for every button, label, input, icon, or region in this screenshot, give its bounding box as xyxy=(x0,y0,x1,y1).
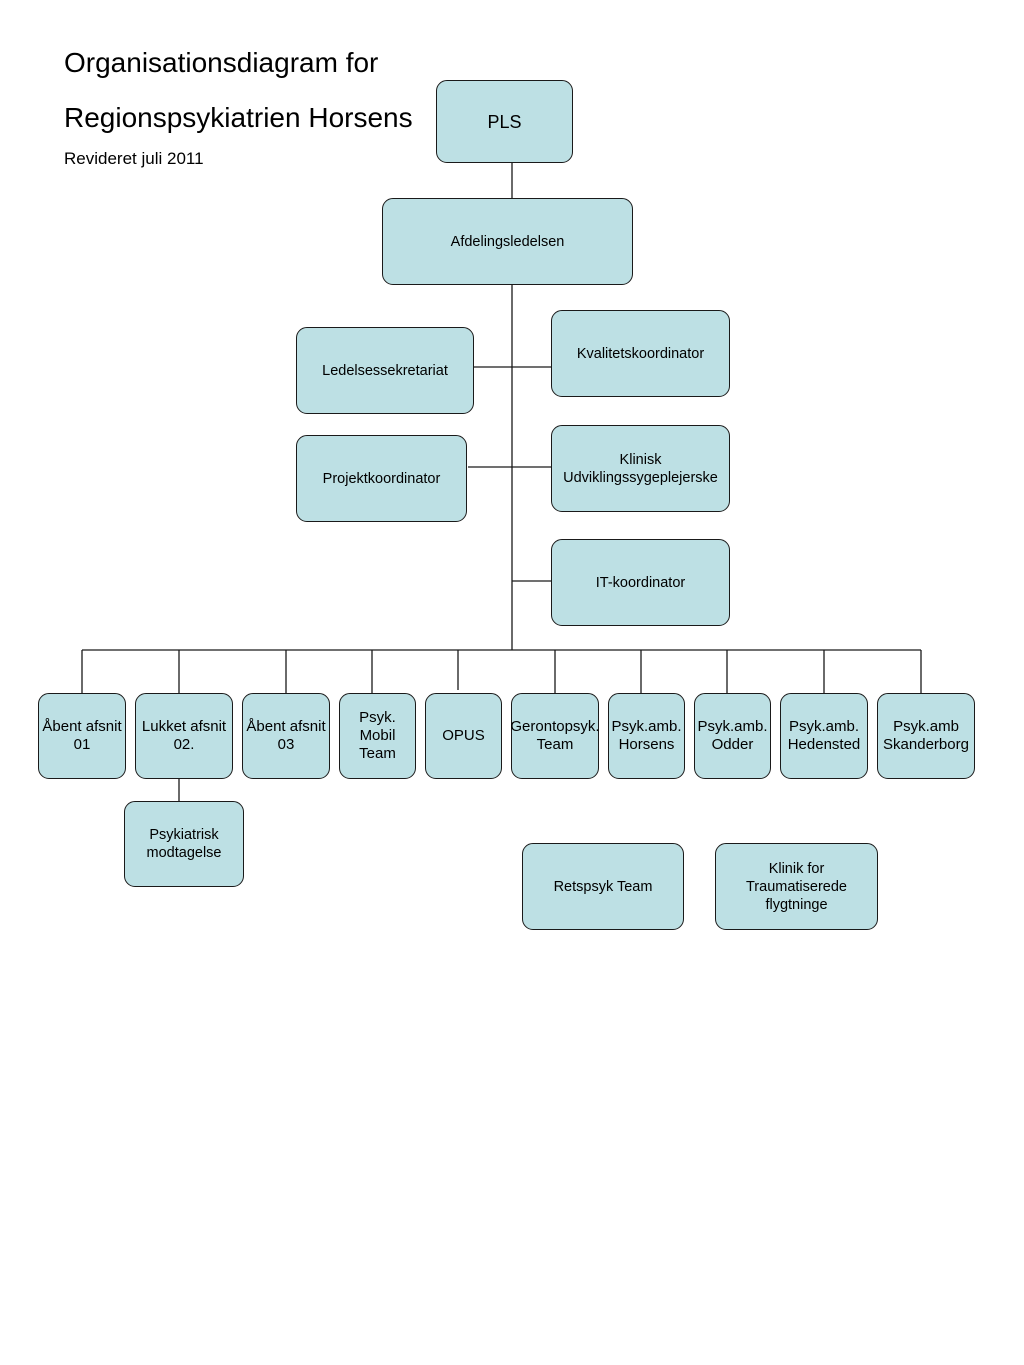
node-afdelingsledelsen: Afdelingsledelsen xyxy=(382,198,633,285)
node-label: Klinik for Traumatiserede flygtninge xyxy=(745,860,847,913)
node-psyk-mobil-team: Psyk. Mobil Team xyxy=(339,693,416,779)
node-opus: OPUS xyxy=(425,693,502,779)
node-label: Afdelingsledelsen xyxy=(450,233,565,250)
node-label: Gerontopsyk. Team xyxy=(510,718,600,753)
node-label: Klinisk Udviklingssygeplejerske xyxy=(563,451,718,486)
node-label: Projektkoordinator xyxy=(322,470,441,487)
node-psyk-amb-odder: Psyk.amb. Odder xyxy=(694,693,771,779)
revision-date: Revideret juli 2011 xyxy=(64,149,204,168)
node-ledelsessekretariat: Ledelsessekretariat xyxy=(296,327,474,414)
node-klinisk-udviklingssygeplejerske: Klinisk Udviklingssygeplejerske xyxy=(551,425,730,512)
node-label: PLS xyxy=(487,111,522,132)
node-label: Psyk.amb. Hedensted xyxy=(787,718,861,753)
node-label: Kvalitetskoordinator xyxy=(576,345,705,362)
node-aabent-afsnit-03: Åbent afsnit 03 xyxy=(242,693,330,779)
node-aabent-afsnit-01: Åbent afsnit 01 xyxy=(38,693,126,779)
node-psyk-amb-skanderborg: Psyk.amb Skanderborg xyxy=(877,693,975,779)
node-psykiatrisk-modtagelse: Psykiatrisk modtagelse xyxy=(124,801,244,887)
node-klinik-traumatiserede-flygtninge: Klinik for Traumatiserede flygtninge xyxy=(715,843,878,930)
node-lukket-afsnit-02: Lukket afsnit 02. xyxy=(135,693,233,779)
node-label: Psyk.amb. Horsens xyxy=(611,718,682,753)
node-label: Psyk.amb. Odder xyxy=(697,718,768,753)
node-it-koordinator: IT-koordinator xyxy=(551,539,730,626)
node-projektkoordinator: Projektkoordinator xyxy=(296,435,467,522)
node-label: Åbent afsnit 01 xyxy=(42,718,122,753)
diagram-title-line-1: Organisationsdiagram for xyxy=(64,47,379,78)
node-label: Åbent afsnit 03 xyxy=(246,718,326,753)
node-psyk-amb-hedensted: Psyk.amb. Hedensted xyxy=(780,693,868,779)
diagram-title-line-2: Regionspsykiatrien Horsens xyxy=(64,102,413,133)
node-label: Psyk. Mobil Team xyxy=(359,709,396,762)
node-label: Ledelsessekretariat xyxy=(322,362,448,379)
node-pls: PLS xyxy=(436,80,573,163)
node-label: Retspsyk Team xyxy=(553,878,653,895)
node-label: Psyk.amb Skanderborg xyxy=(883,718,969,753)
node-gerontopsyk-team: Gerontopsyk. Team xyxy=(510,693,600,779)
node-retspsyk-team: Retspsyk Team xyxy=(522,843,684,930)
node-psyk-amb-horsens: Psyk.amb. Horsens xyxy=(608,693,685,779)
node-kvalitetskoordinator: Kvalitetskoordinator xyxy=(551,310,730,397)
node-label: Lukket afsnit 02. xyxy=(141,718,227,753)
node-label: OPUS xyxy=(442,727,485,744)
node-label: Psykiatrisk modtagelse xyxy=(146,827,222,861)
node-label: IT-koordinator xyxy=(595,574,686,591)
